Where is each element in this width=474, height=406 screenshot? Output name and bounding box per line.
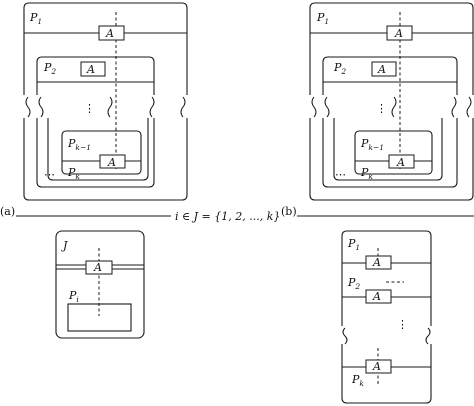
box-level-upper [47, 118, 149, 181]
box-p2-lower [36, 118, 155, 188]
brace-marks [25, 96, 186, 118]
operator-label: A [394, 27, 403, 40]
label-pi: Pi [68, 289, 79, 304]
vertical-dots: ⋮ [376, 102, 387, 115]
label-p2: P2 [43, 61, 56, 76]
brace-marks [342, 327, 431, 345]
panel-b-label: (b) [281, 205, 297, 218]
operator-box [386, 25, 413, 41]
operator-box [365, 255, 392, 270]
operator-label: A [372, 360, 381, 373]
operator-label: A [107, 156, 116, 169]
operator-label: A [372, 290, 381, 303]
operator-label: A [372, 256, 381, 269]
label-p1: P1 [316, 11, 329, 26]
panel-a-label: (a) [0, 205, 15, 218]
condition-text: i ∈ J = {1, 2, ..., k} [175, 210, 280, 223]
box-p2-lower [322, 118, 458, 188]
box-p2-upper [322, 56, 458, 95]
operator-label: A [86, 63, 95, 76]
operator-box [98, 25, 125, 41]
box-p1-upper [23, 2, 188, 95]
operator-label: A [396, 156, 405, 169]
operator-box [85, 260, 113, 275]
operator-label: A [93, 261, 102, 274]
box-stack-lower [341, 344, 432, 404]
panel-a-bottom-diagram: A J Pi [55, 230, 145, 339]
box-pi [67, 303, 132, 332]
box-pk [354, 130, 433, 175]
operator-label: A [105, 27, 114, 40]
operator-box [365, 289, 392, 304]
label-pk-minus-1: Pk−1 [67, 137, 91, 152]
panel-b-top-diagram: A A A P1 P2 Pk−1 Pk ⋮ ⋯ [309, 2, 474, 201]
operator-label: A [377, 63, 386, 76]
box-p2-upper [36, 56, 155, 95]
box-p1-upper [309, 2, 474, 95]
box-p1-lower [309, 118, 474, 201]
operator-box [371, 61, 397, 77]
box-level-upper [333, 118, 443, 181]
box-stack-upper [341, 230, 432, 326]
horizontal-dots: ⋯ [335, 168, 346, 181]
vertical-dots: ⋮ [84, 102, 95, 115]
operator-box [80, 61, 106, 77]
label-p1: P1 [29, 11, 42, 26]
label-p2: P2 [333, 61, 346, 76]
operator-box [99, 154, 126, 169]
box-p1-lower [23, 118, 188, 201]
label-pk: Pk [360, 166, 373, 181]
panel-b-bottom-diagram: A A A P1 P2 Pk ⋮ [341, 230, 432, 404]
vertical-dots: ⋮ [397, 318, 408, 331]
horizontal-dots: ⋯ [44, 168, 55, 181]
label-pk-minus-1: Pk−1 [360, 137, 384, 152]
label-p1: P1 [347, 237, 360, 252]
label-j: J [61, 239, 68, 252]
label-pk: Pk [67, 166, 80, 181]
panel-a-top-diagram: A A A P1 P2 Pk−1 Pk ⋮ ⋯ [23, 2, 188, 201]
label-p2: P2 [347, 276, 360, 291]
label-pk: Pk [351, 373, 364, 388]
brace-marks [311, 96, 472, 118]
box-j [55, 230, 145, 339]
operator-box [388, 154, 415, 169]
operator-box [365, 359, 392, 374]
box-pk [61, 130, 142, 175]
